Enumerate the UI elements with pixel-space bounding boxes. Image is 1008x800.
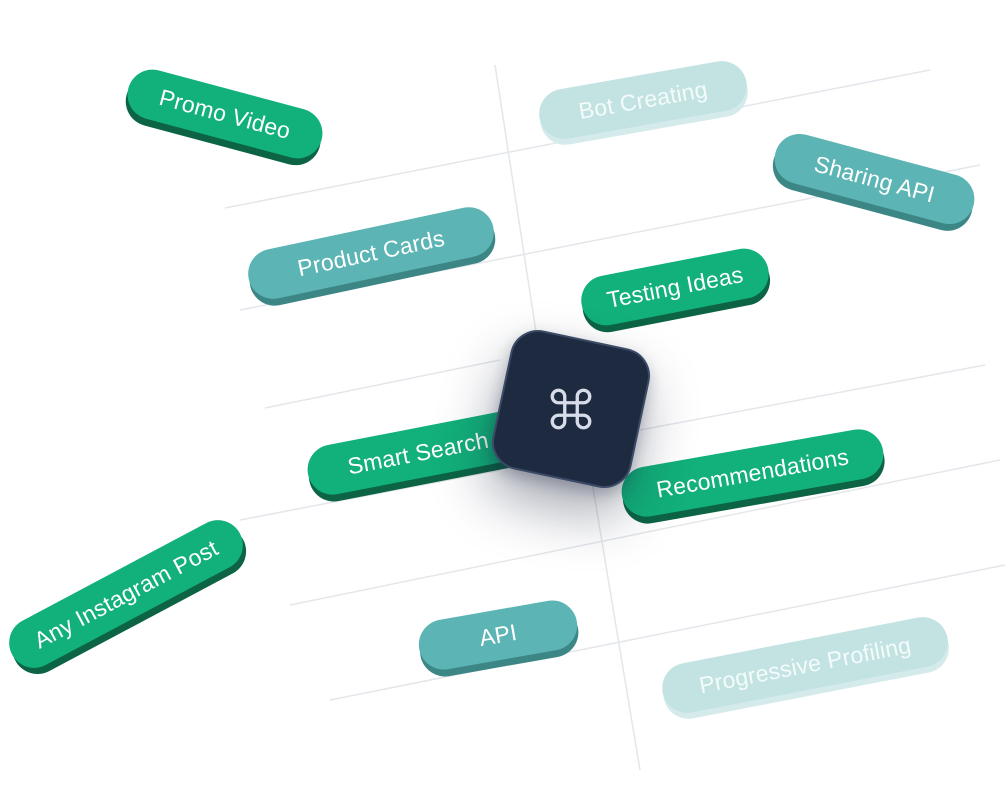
command-icon: [550, 388, 592, 430]
command-key-tile[interactable]: [486, 324, 656, 494]
